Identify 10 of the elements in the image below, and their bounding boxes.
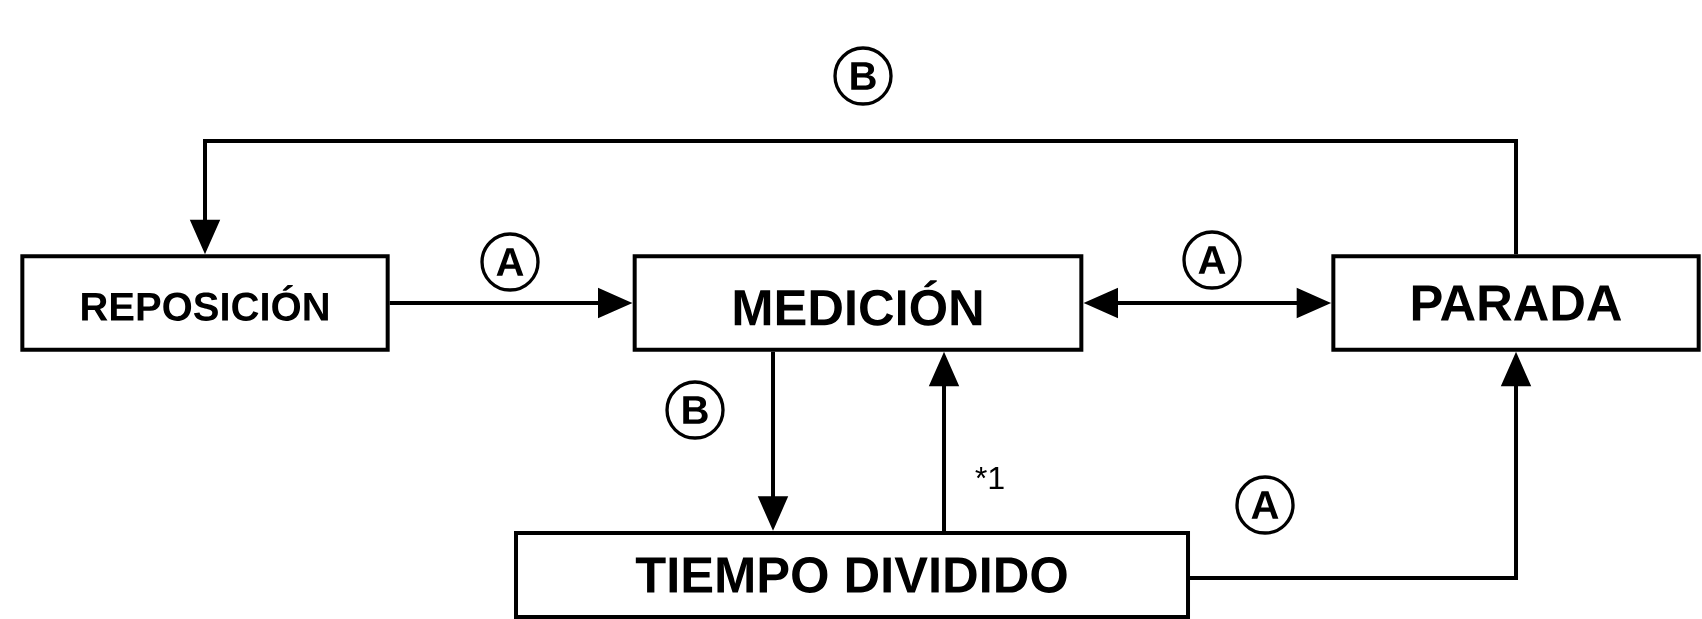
state-box: REPOSICIÓN	[20, 254, 390, 352]
edge-label: B	[665, 380, 725, 440]
edge-label: *1	[973, 465, 1007, 491]
edge-label: A	[1235, 475, 1295, 535]
edge-label: B	[833, 46, 893, 106]
state-box: MEDICIÓN	[632, 254, 1084, 352]
edge-label: A	[480, 232, 540, 292]
edge-label: A	[1182, 230, 1242, 290]
state-box: PARADA	[1331, 254, 1701, 352]
state-box: TIEMPO DIVIDIDO	[514, 531, 1190, 619]
